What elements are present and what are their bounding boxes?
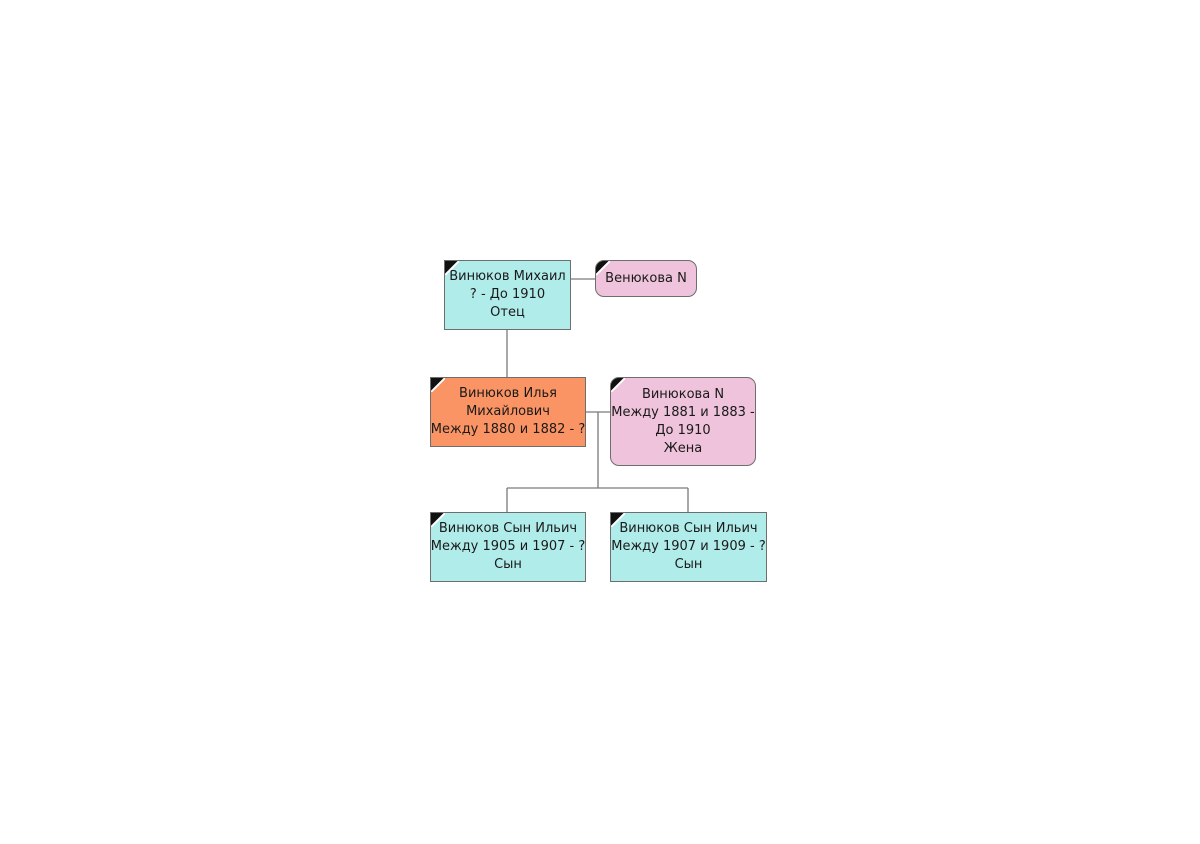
person-relation: Жена [663,440,703,456]
person-card-wife[interactable]: Винюкова N Между 1881 и 1883 - До 1910 Ж… [610,377,756,466]
person-dates: Между 1905 и 1907 - ? [430,539,586,554]
person-dates: Между 1880 и 1882 - ? [430,422,586,437]
person-dates: Между 1881 и 1883 - [611,404,755,420]
person-relation: Сын [674,557,703,572]
person-dates: ? - До 1910 [469,287,546,302]
person-name: Венюкова N [605,270,687,286]
mourning-ribbon-icon [431,378,445,392]
person-name: Винюков Сын Ильич [438,521,578,536]
person-card-son-2[interactable]: Винюков Сын Ильич Между 1907 и 1909 - ? … [610,512,767,582]
person-relation: Отец [490,305,525,320]
mourning-ribbon-icon [611,513,625,527]
person-patronymic: Михайлович [466,404,550,419]
mourning-ribbon-icon [596,261,610,275]
person-relation: Сын [494,557,522,572]
person-name: Винюков Сын Ильич [619,521,758,536]
person-dates-cont: До 1910 [655,422,711,438]
person-name: Винюкова N [641,386,725,402]
person-card-father[interactable]: Винюков Михаил ? - До 1910 Отец [444,260,571,330]
mourning-ribbon-icon [611,378,625,392]
person-card-self[interactable]: Винюков Илья Михайлович Между 1880 и 188… [430,377,586,447]
person-name: Винюков Михаил [449,269,566,284]
person-dates: Между 1907 и 1909 - ? [611,539,766,554]
person-name: Винюков Илья [459,386,557,401]
mourning-ribbon-icon [431,513,445,527]
person-card-son-1[interactable]: Винюков Сын Ильич Между 1905 и 1907 - ? … [430,512,586,582]
mourning-ribbon-icon [445,261,459,275]
person-card-mother[interactable]: Венюкова N [595,260,697,297]
